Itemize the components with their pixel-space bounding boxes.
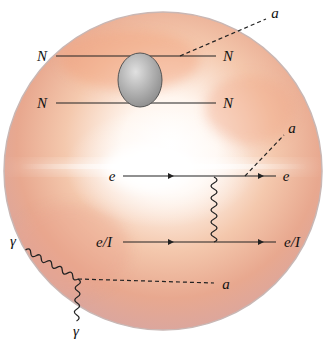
particle-label: e xyxy=(283,169,290,184)
particle-label: N xyxy=(223,96,233,111)
particle-label: N xyxy=(223,49,233,64)
particle-label: N xyxy=(37,96,47,111)
particle-label: e xyxy=(109,169,116,184)
particle-label: a xyxy=(222,277,230,292)
particle-label: N xyxy=(37,49,47,64)
particle-label: a xyxy=(288,121,296,136)
particle-label: γ xyxy=(73,324,79,339)
particle-label: γ xyxy=(10,234,16,249)
particle-label: a xyxy=(271,6,279,21)
particle-label: e/I xyxy=(96,235,112,250)
particle-label: e/I xyxy=(284,235,300,250)
